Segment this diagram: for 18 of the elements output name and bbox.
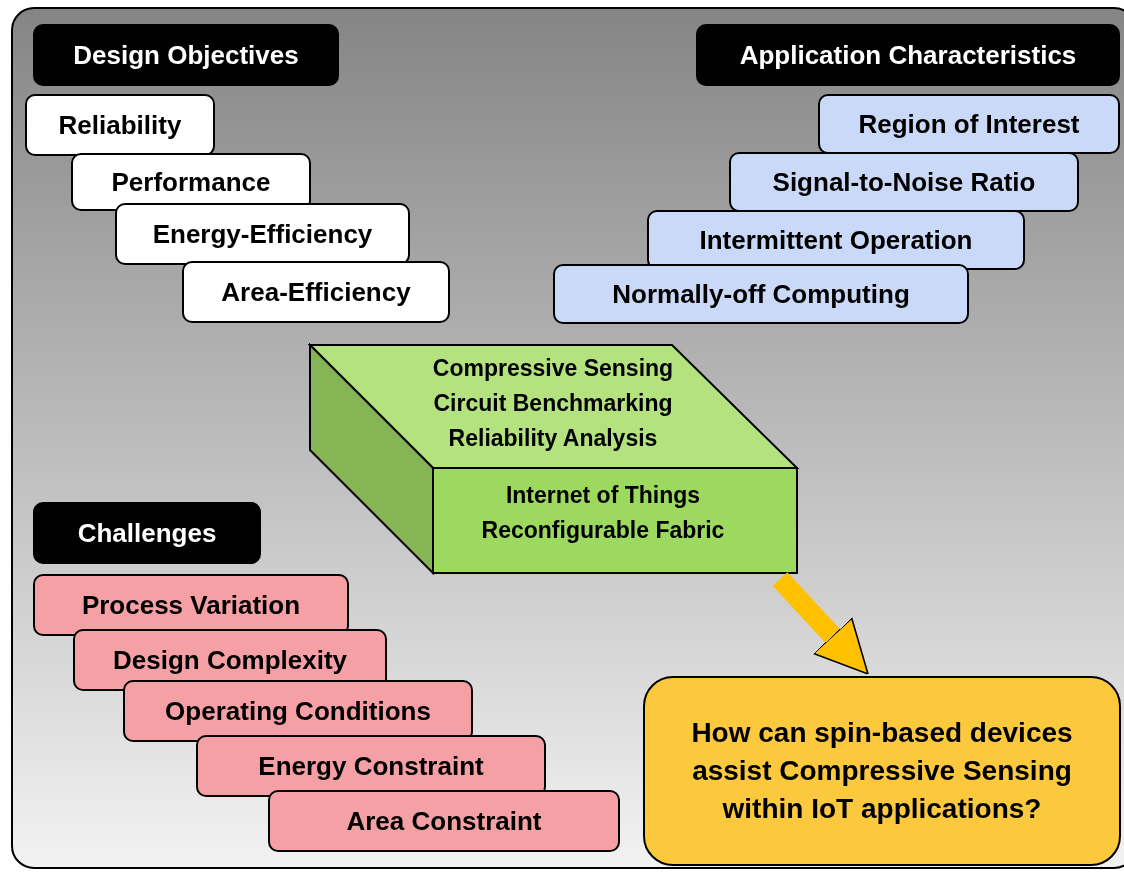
challenge-box: Energy Constraint <box>196 735 546 797</box>
block-text: Compressive Sensing Circuit Benchmarking Reliability Analysis <box>431 354 675 453</box>
heading-box: Design Objectives <box>33 24 339 86</box>
challenge-box: Process Variation <box>33 574 349 636</box>
characteristic-box: Intermittent Operation <box>647 210 1025 270</box>
objective-box: Area-Efficiency <box>182 261 450 323</box>
characteristic-box: Region of Interest <box>818 94 1120 154</box>
characteristic-box: Signal-to-Noise Ratio <box>729 152 1079 212</box>
heading-box: Challenges <box>33 502 261 564</box>
challenge-box: Area Constraint <box>268 790 620 852</box>
objective-box: Energy-Efficiency <box>115 203 410 265</box>
arrow <box>772 572 869 675</box>
heading-box: Application Characteristics <box>696 24 1120 86</box>
question-box: How can spin-based devices assist Compressive Sensing within IoT applications? <box>643 676 1121 866</box>
block-text: Internet of Things Reconfigurable Fabric <box>480 481 726 545</box>
challenge-box: Operating Conditions <box>123 680 473 742</box>
characteristic-box: Normally-off Computing <box>553 264 969 324</box>
objective-box: Reliability <box>25 94 215 156</box>
